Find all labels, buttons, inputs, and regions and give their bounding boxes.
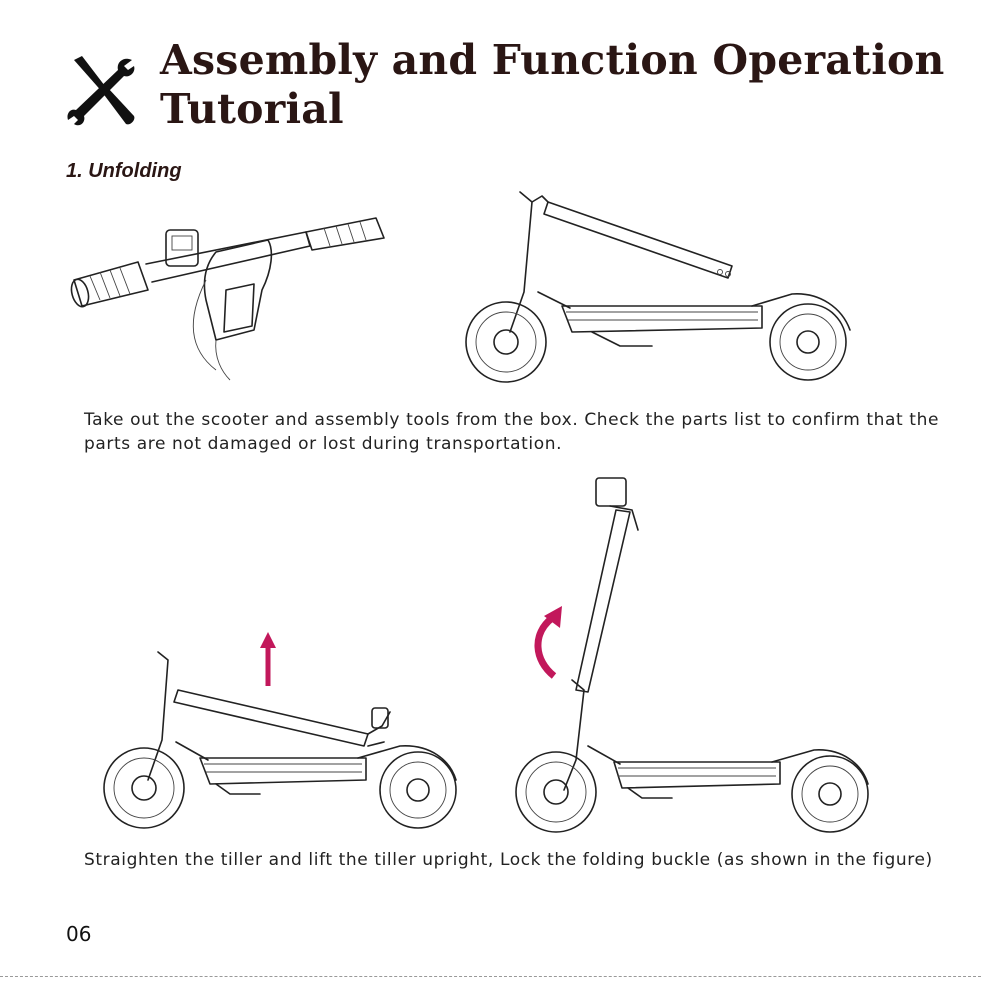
curved-arrow-icon — [534, 606, 562, 679]
section-heading: 1. Unfolding — [66, 160, 182, 182]
scooter-upright-illustration — [515, 477, 869, 833]
page-bottom-rule — [0, 976, 981, 977]
handlebar-illustration — [70, 217, 385, 381]
caption-unbox: Take out the scooter and assembly tools … — [84, 410, 940, 454]
up-arrow-icon — [260, 632, 276, 686]
caption-lift-tiller: Straighten the tiller and lift the tille… — [84, 850, 933, 870]
page-number: 06 — [66, 922, 92, 946]
page-title: Assembly and Function Operation Tutorial — [160, 36, 945, 133]
tools-icon — [67, 56, 135, 126]
scooter-tiller-lifting-illustration — [103, 632, 457, 829]
scooter-folded-illustration — [465, 191, 851, 383]
